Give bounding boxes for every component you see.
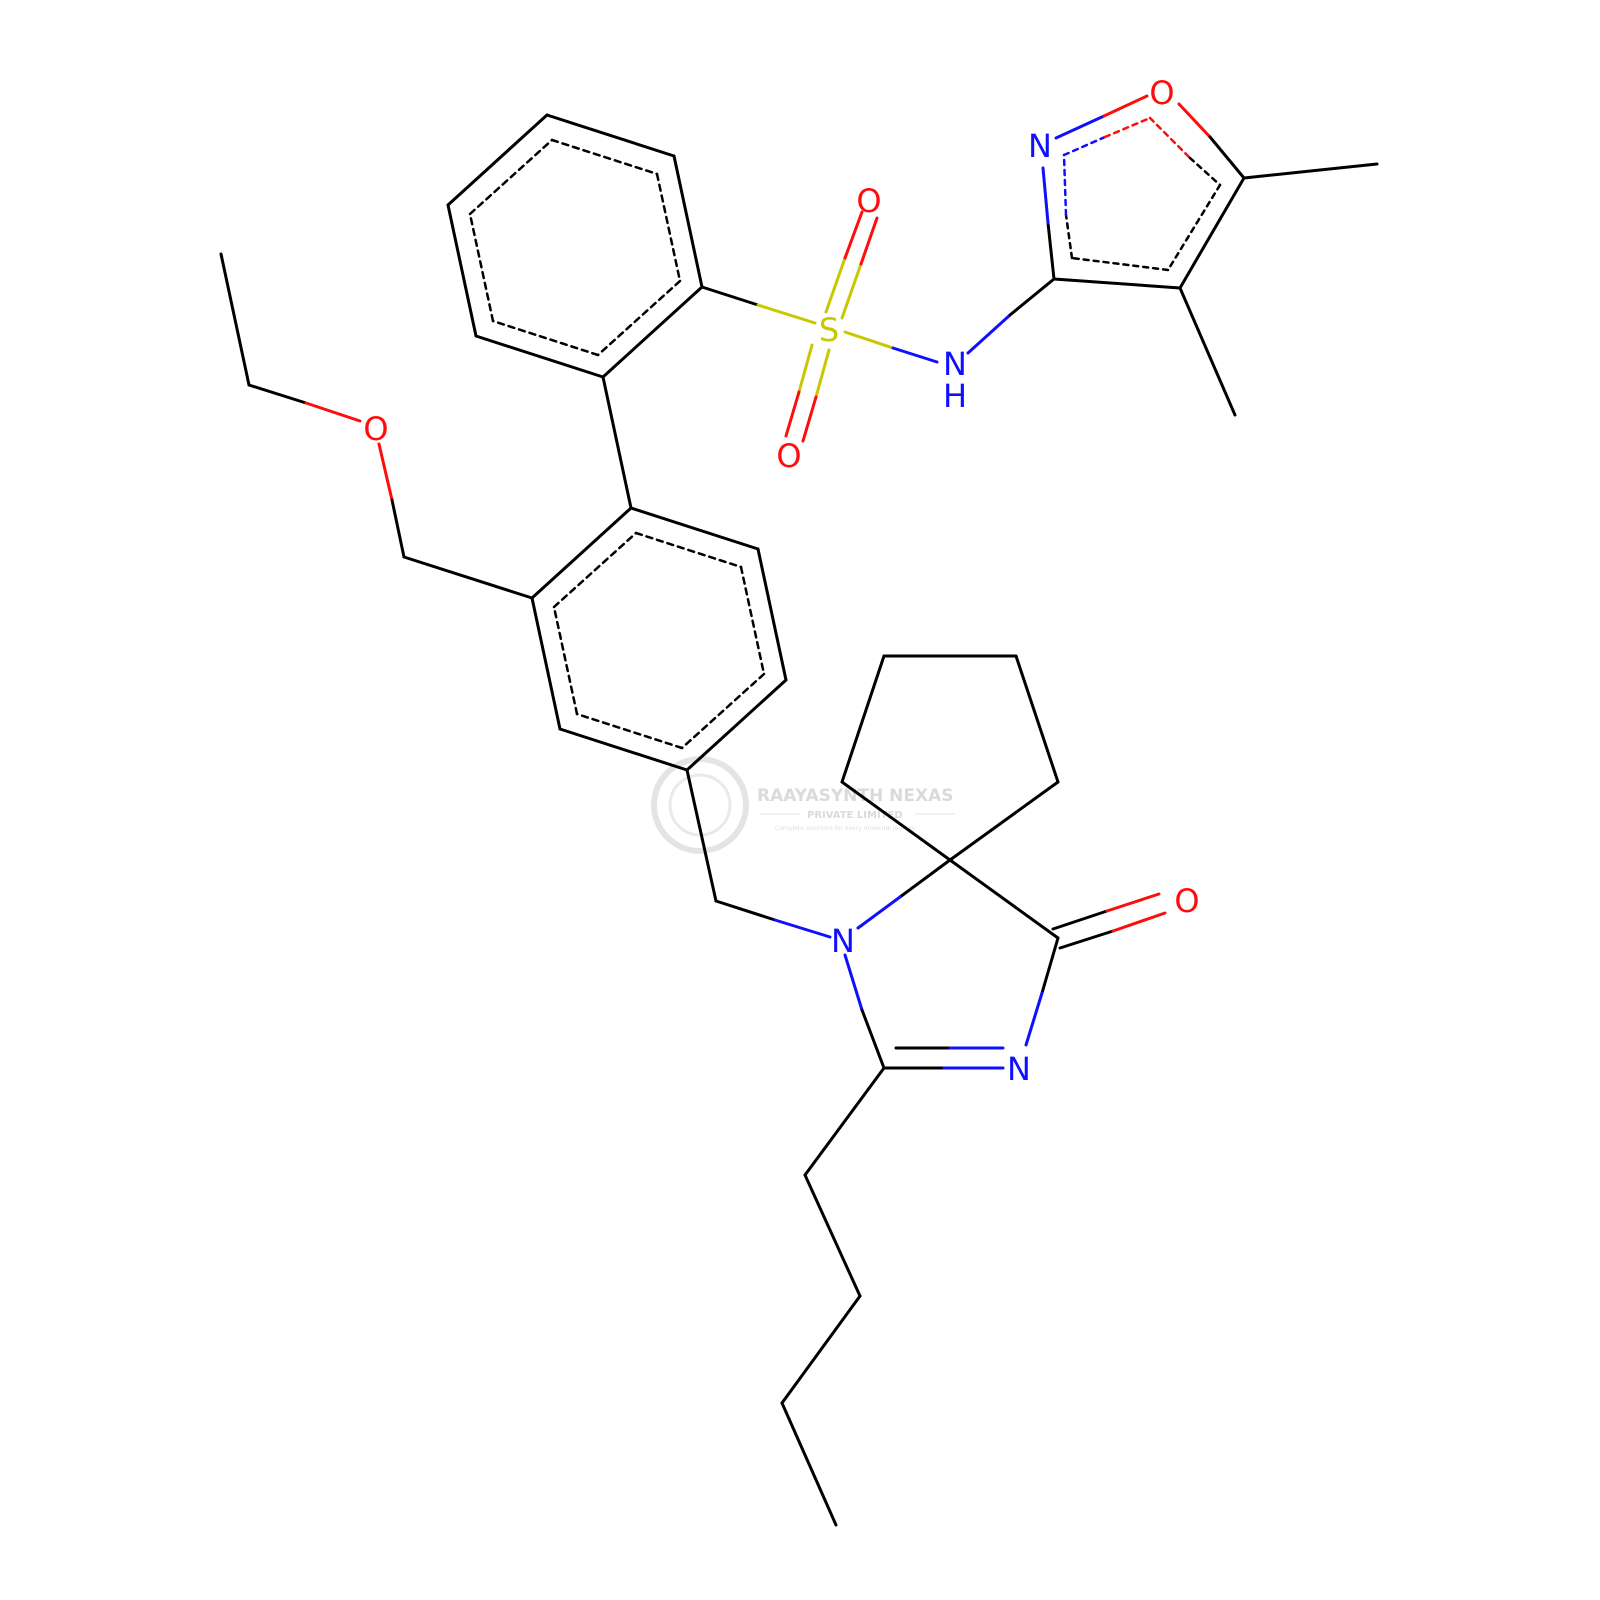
- atom-labels: O N O S N H O O O N N: [363, 74, 1199, 1088]
- atom-n-imidazolone-1: N: [831, 922, 855, 960]
- atom-o-ether: O: [363, 410, 388, 448]
- atom-o-sulfonyl-bottom: O: [776, 437, 801, 475]
- biaryl-bond: [601, 375, 633, 510]
- atom-n-isoxazole: N: [1028, 127, 1052, 165]
- sulfonamide-group: [700, 210, 1056, 443]
- watermark-tagline: Complete solutions for every molecule jo…: [775, 825, 916, 832]
- ethoxymethyl-chain: [219, 252, 534, 600]
- benzene-ring-top: [446, 113, 704, 379]
- benzyl-linker: [685, 768, 832, 939]
- watermark: RAAYASYNTH NEXAS PRIVATE LIMITED Complet…: [651, 756, 955, 854]
- cyclopentane-ring: [840, 654, 1060, 862]
- watermark-logo-icon: [651, 756, 749, 854]
- watermark-company: RAAYASYNTH NEXAS: [757, 786, 954, 806]
- atom-o-sulfonyl-top: O: [856, 182, 881, 220]
- bonds: [219, 94, 1379, 1527]
- atom-o-carbonyl: O: [1174, 882, 1199, 920]
- atom-s-sulfonyl: S: [819, 311, 839, 349]
- watermark-subtitle: PRIVATE LIMITED: [807, 810, 903, 821]
- atom-n-sulfonamide: N: [943, 345, 967, 383]
- atom-h-sulfonamide: H: [943, 377, 967, 415]
- benzene-ring-bottom: [530, 506, 788, 772]
- atom-n-imidazolone-3: N: [1007, 1050, 1031, 1088]
- isoxazole-ring: [1041, 94, 1379, 417]
- butyl-chain: [780, 1066, 886, 1527]
- atom-o-isoxazole: O: [1149, 74, 1174, 112]
- imidazolone-ring: [843, 858, 1167, 1070]
